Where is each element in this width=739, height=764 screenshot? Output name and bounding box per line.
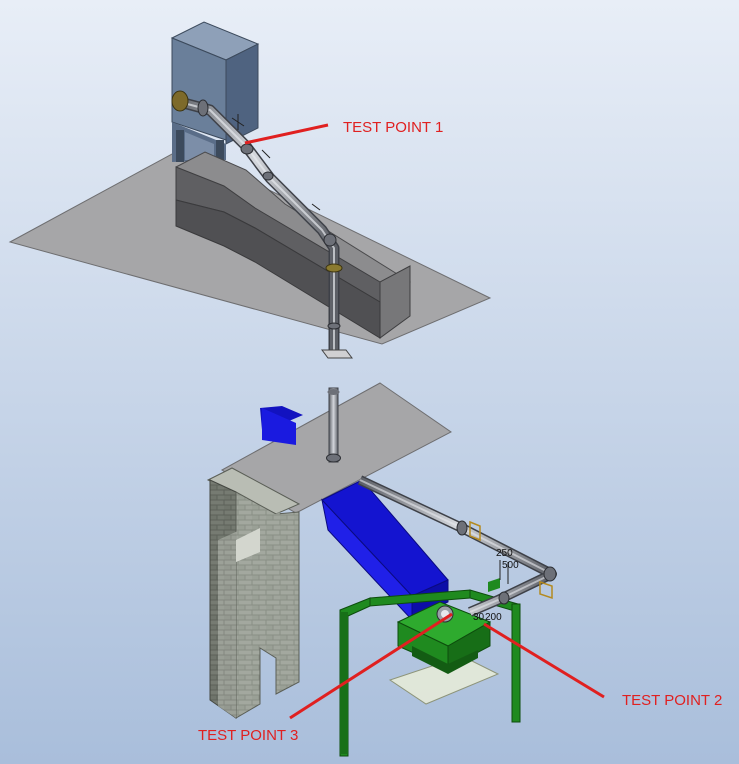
test-point-1-leader <box>244 123 329 145</box>
dimension-500: 500 <box>502 560 519 571</box>
dimension-250: 250 <box>496 548 513 559</box>
test-point-1-label: TEST POINT 1 <box>343 119 444 136</box>
dimension-200: 200 <box>485 612 502 623</box>
upper-pipe-run <box>171 90 353 359</box>
dimension-30: 30 <box>473 612 485 623</box>
test-point-2-leader <box>483 622 605 699</box>
vertical-riser <box>326 387 341 463</box>
test-point-2-label: TEST POINT 2 <box>622 692 723 709</box>
test-point-3-label: TEST POINT 3 <box>198 727 299 744</box>
green-valve-block <box>388 601 500 705</box>
brick-wall <box>206 467 301 719</box>
lower-pipe-run <box>357 475 557 623</box>
test-point-3-leader <box>289 612 453 720</box>
